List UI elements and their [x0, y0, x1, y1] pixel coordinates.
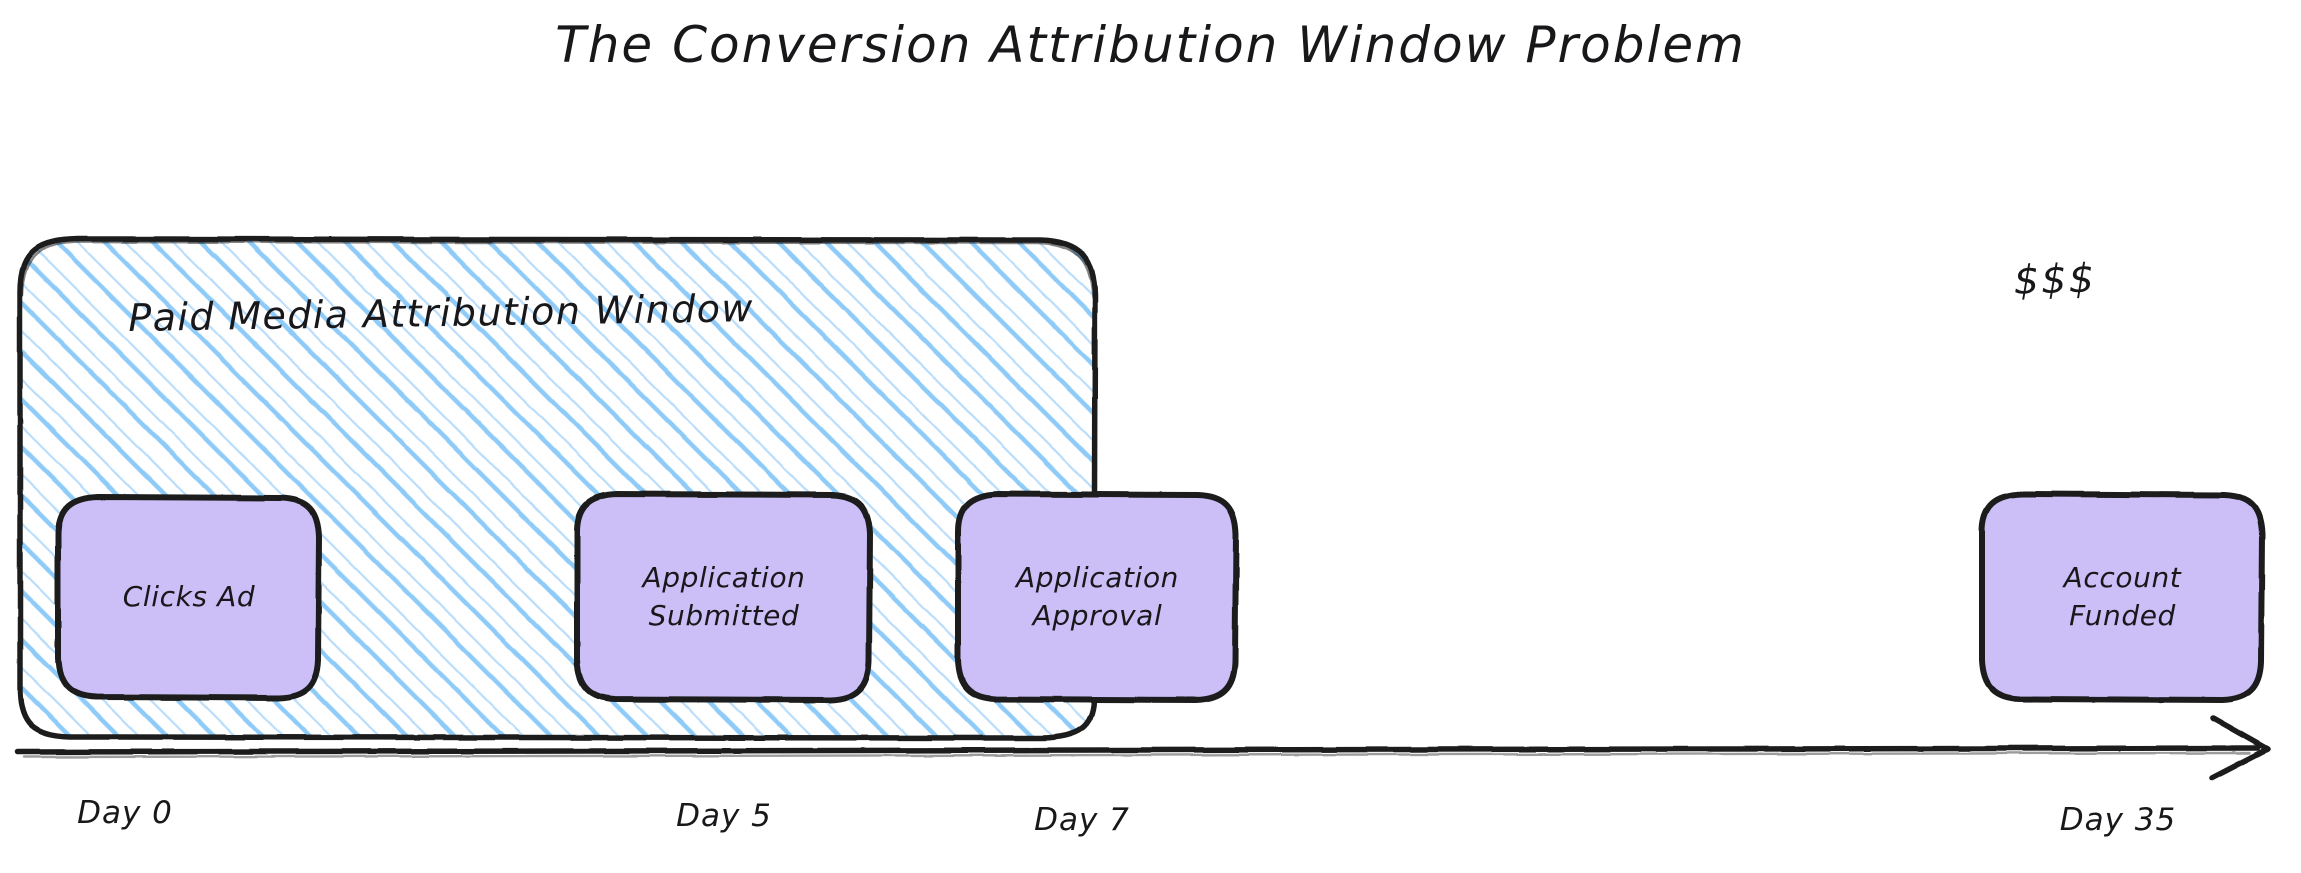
tick-label-day-7: Day 7 [1034, 802, 1130, 838]
page-title: The Conversion Attribution Window Proble… [555, 16, 1746, 74]
time-axis[interactable] [18, 734, 2268, 768]
tick-label-day-0: Day 0 [77, 795, 173, 831]
node-application-approval[interactable] [958, 492, 1237, 702]
tick-label-day-5: Day 5 [676, 798, 772, 834]
node-shapes [55, 491, 2265, 703]
money-marker-label: $$$ [2013, 255, 2097, 304]
node-account-funded[interactable] [1982, 492, 2263, 702]
attribution-window[interactable] [20, 239, 1095, 489]
node-application-submitted[interactable] [577, 492, 871, 702]
node-clicks-ad[interactable] [58, 495, 320, 700]
time-axis-shape [15, 715, 2271, 781]
tick-label-day-35: Day 35 [2059, 802, 2177, 838]
